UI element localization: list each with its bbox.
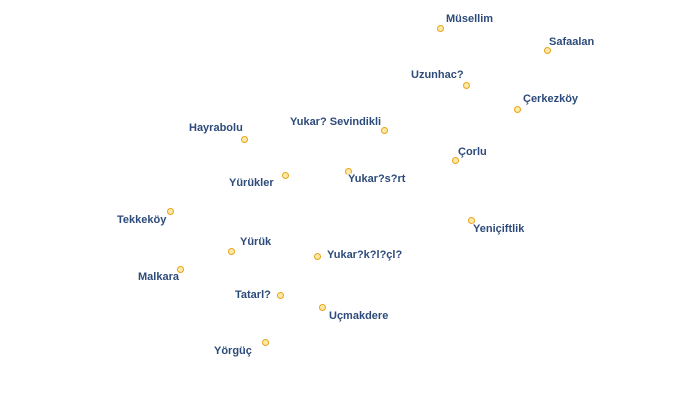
place-marker-icon[interactable] <box>436 24 444 32</box>
place-marker-icon[interactable] <box>467 216 475 224</box>
place-label: Yeniçiftlik <box>473 223 525 235</box>
place-marker-icon[interactable] <box>261 338 269 346</box>
place-label: Yürük <box>240 236 272 248</box>
place-label: Yukar? Sevindikli <box>290 116 382 128</box>
place-label: Hayrabolu <box>189 122 243 134</box>
place-marker-icon[interactable] <box>513 105 521 113</box>
place-label: Uzunhac? <box>411 69 464 81</box>
place-marker-icon[interactable] <box>451 156 459 164</box>
place-marker-icon[interactable] <box>462 81 470 89</box>
place-marker-icon[interactable] <box>276 291 284 299</box>
place-marker-icon[interactable] <box>313 252 321 260</box>
place-label: Tekkeköy <box>117 214 167 226</box>
place-label: Müsellim <box>446 13 494 25</box>
place-marker-icon[interactable] <box>318 303 326 311</box>
place-label: Yukar?s?rt <box>348 173 406 185</box>
place-marker-icon[interactable] <box>166 207 174 215</box>
place-label: Çerkezköy <box>523 93 579 105</box>
place-marker-icon[interactable] <box>281 171 289 179</box>
place-label: Uçmakdere <box>329 310 389 322</box>
place-label: Safaalan <box>549 36 595 48</box>
place-label: Yörgüç <box>214 345 252 357</box>
place-marker-icon[interactable] <box>176 265 184 273</box>
place-marker-icon[interactable] <box>344 167 352 175</box>
place-label: Malkara <box>138 271 179 283</box>
place-marker-icon[interactable] <box>227 247 235 255</box>
place-marker-icon[interactable] <box>380 126 388 134</box>
place-marker-icon[interactable] <box>543 46 551 54</box>
place-label: Yukar?k?l?çl? <box>327 249 403 261</box>
place-label: Çorlu <box>458 146 487 158</box>
place-label: Yürükler <box>229 177 274 189</box>
place-label: Tatarl? <box>235 289 271 301</box>
place-marker-icon[interactable] <box>240 135 248 143</box>
